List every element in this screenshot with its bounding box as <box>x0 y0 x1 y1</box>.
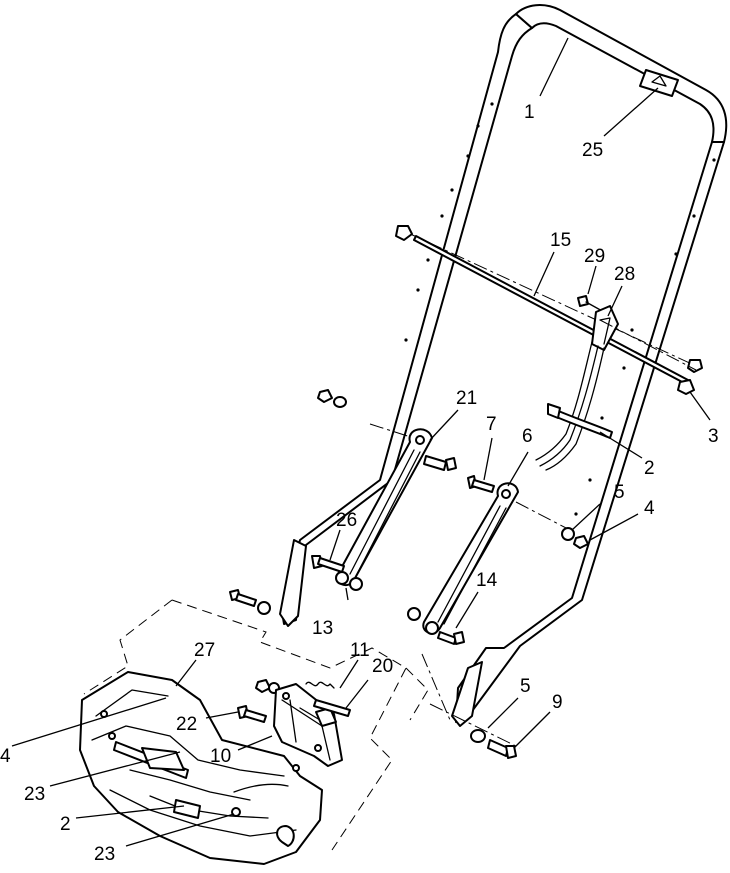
callout-4-lower: 4 <box>0 746 11 767</box>
callout-15: 15 <box>550 230 571 251</box>
decal-part <box>639 69 679 97</box>
slotted-link-right <box>422 482 519 635</box>
bracket-screw <box>577 295 589 307</box>
cable-bundle <box>539 345 599 467</box>
callout-22: 22 <box>176 714 197 735</box>
triangle-decal-icon <box>639 69 679 97</box>
housing-body <box>79 671 323 865</box>
control-rod-part <box>395 225 703 395</box>
callout-11: 11 <box>350 640 370 661</box>
callout-2-lower: 2 <box>60 814 71 835</box>
callout-25: 25 <box>582 140 603 161</box>
callout-5-lower: 5 <box>520 676 531 697</box>
callout-9: 9 <box>552 692 563 713</box>
callout-3: 3 <box>708 426 719 447</box>
callout-21: 21 <box>456 388 477 409</box>
callout-23-lower: 23 <box>94 844 115 865</box>
handle-assembly <box>279 4 728 727</box>
handle-right-end-plate <box>451 661 483 727</box>
callout-1: 1 <box>524 102 535 123</box>
callout-29: 29 <box>584 246 605 267</box>
callout-4-upper: 4 <box>644 498 655 519</box>
callout-6: 6 <box>522 426 533 447</box>
callout-23-upper: 23 <box>24 784 45 805</box>
callout-27: 27 <box>194 640 215 661</box>
callout-13: 13 <box>312 618 333 639</box>
callout-10: 10 <box>210 746 231 767</box>
bracket-plate <box>313 699 351 717</box>
callout-14: 14 <box>476 570 498 591</box>
callout-7: 7 <box>486 414 497 435</box>
handle-holes <box>404 102 716 516</box>
spring-part <box>305 681 335 689</box>
callout-26: 26 <box>336 510 357 531</box>
callout-2-upper: 2 <box>644 458 655 479</box>
callout-20: 20 <box>372 656 393 677</box>
slotted-link-icon <box>422 482 519 635</box>
callout-5-upper: 5 <box>614 482 625 503</box>
handle-left-end-plate <box>279 539 307 627</box>
leader-lines <box>11 37 711 847</box>
cable-bracket-part <box>535 295 619 471</box>
cable-bracket-icon <box>591 305 619 351</box>
mount-bracket <box>273 681 351 767</box>
spring-clip <box>276 825 295 847</box>
callout-28: 28 <box>614 264 635 285</box>
callout-labels: 1 25 15 29 28 3 2 21 7 6 5 4 26 14 13 11… <box>0 102 719 865</box>
deck-housing-icon <box>79 599 429 865</box>
